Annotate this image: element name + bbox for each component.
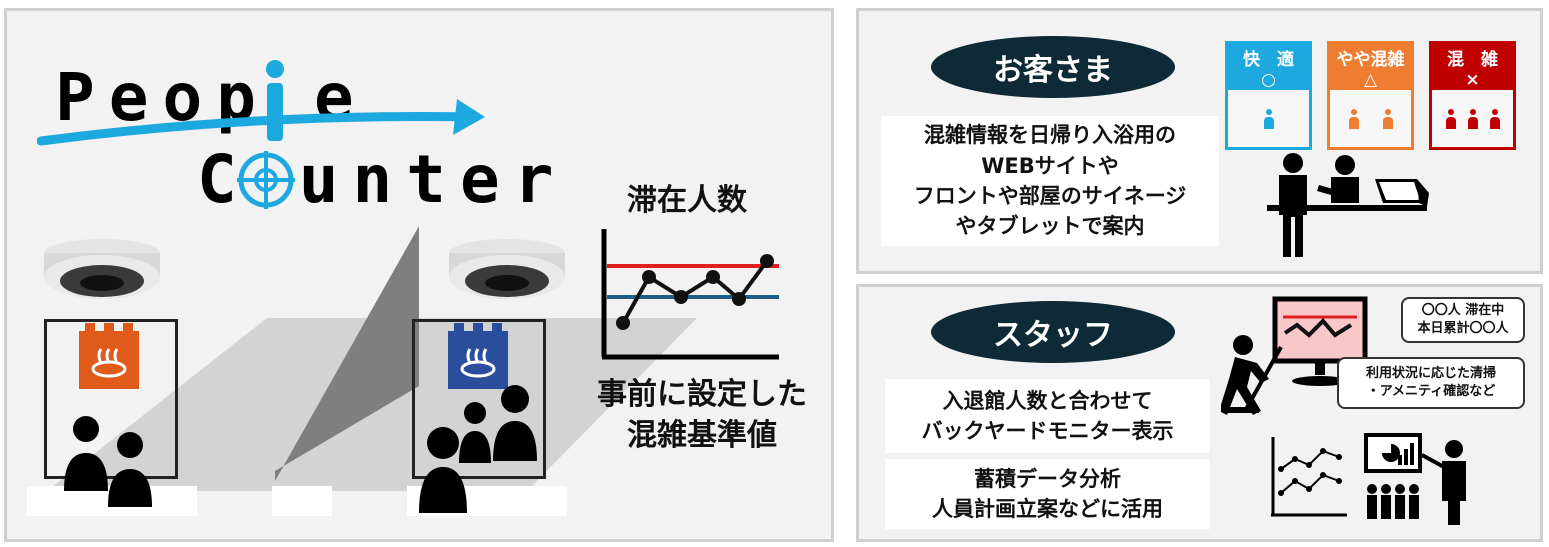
- people-group-right-icon: [419, 385, 537, 513]
- staff-message-monitor: 入退館人数と合わせて バックヤードモニター表示: [885, 379, 1210, 453]
- guest-message: 混雑情報を日帰り入浴用の WEBサイトや フロントや部屋のサイネージ やタブレッ…: [881, 116, 1219, 246]
- occupancy-series-line: [621, 259, 769, 324]
- logo-target-icon: [237, 151, 295, 209]
- chart-point: [616, 316, 630, 330]
- staff-panel: スタッフ 入退館人数と合わせて バックヤードモニター表示 蓄積データ分析 人員計…: [856, 284, 1543, 542]
- ceiling-sensor-right-icon: [449, 239, 565, 299]
- front-desk-tablet-icon: [1267, 153, 1429, 257]
- occupancy-line-chart: [601, 229, 779, 360]
- level-card-moderate: やや混雑 △: [1327, 41, 1414, 150]
- guest-panel: お客さま 混雑情報を日帰り入浴用の WEBサイトや フロントや部屋のサイネージ …: [856, 8, 1543, 274]
- chart-point: [706, 270, 720, 284]
- cleaning-staff-icon: [1221, 335, 1283, 415]
- people-group-left-icon: [64, 416, 152, 507]
- chart-point: [760, 254, 774, 268]
- logo-swoosh-arrow-icon: [37, 99, 485, 146]
- guest-title-pill: お客さま: [931, 36, 1175, 98]
- staff-title-pill: スタッフ: [931, 301, 1175, 363]
- chart-point: [732, 292, 746, 306]
- monitor-status-bubble: 〇〇人 滞在中 本日累計〇〇人: [1401, 297, 1525, 343]
- person-icon: [1467, 108, 1479, 129]
- level-card-crowded: 混 雑 ×: [1429, 41, 1516, 150]
- chart-point: [674, 290, 688, 304]
- ceiling-sensor-left-icon: [44, 239, 160, 299]
- chart-title: 滞在人数: [627, 183, 747, 218]
- analysis-chart-icon: [1271, 437, 1347, 517]
- person-icon: [1263, 108, 1275, 129]
- person-icon: [1489, 108, 1501, 129]
- level-card-comfortable: 快 適 ○: [1225, 41, 1312, 150]
- hot-spring-noren-orange-icon: [79, 323, 139, 389]
- staff-message-analysis: 蓄積データ分析 人員計画立案などに活用: [885, 459, 1210, 529]
- backyard-monitor-icon: [1272, 296, 1368, 386]
- person-icon: [1445, 108, 1457, 129]
- logo-person-icon: [266, 60, 284, 141]
- detection-area-right: [412, 319, 546, 479]
- detection-area-left: [44, 319, 178, 479]
- cleaning-task-bubble: 利用状況に応じた清掃 ・アメニティ確認など: [1337, 357, 1525, 409]
- person-icon: [1348, 108, 1360, 129]
- threshold-label: 事前に設定した 混雑基準値: [597, 377, 807, 453]
- hot-spring-noren-blue-icon: [448, 323, 508, 389]
- chart-point: [642, 270, 656, 284]
- presentation-planning-icon: [1364, 433, 1466, 525]
- person-icon: [1382, 108, 1394, 129]
